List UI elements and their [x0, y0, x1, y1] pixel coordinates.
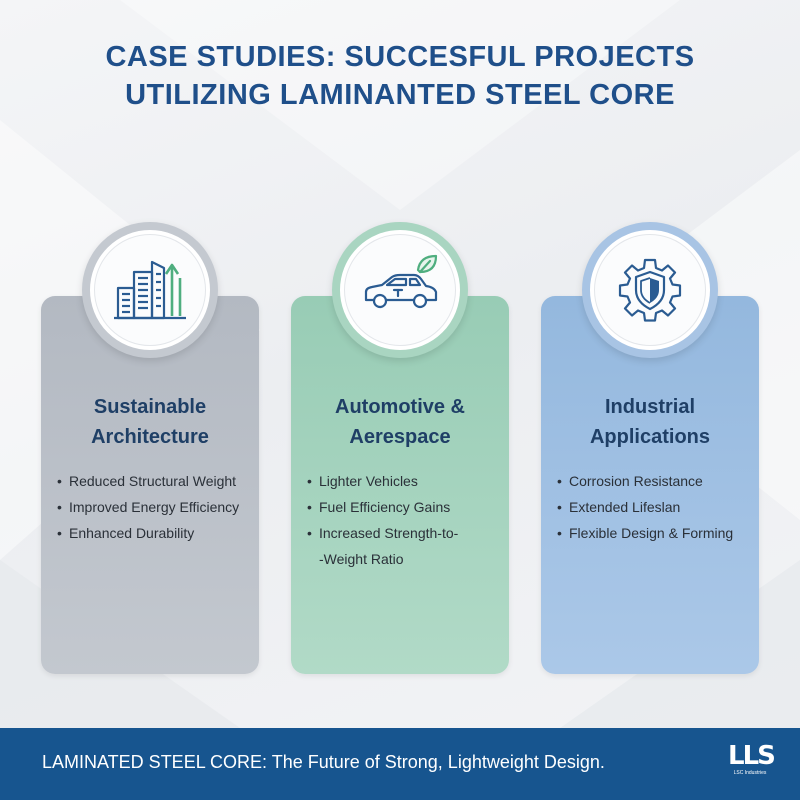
logo-mark: LLS	[728, 741, 776, 771]
card-title-line-2: Aerespace	[349, 426, 451, 448]
card-title: Sustainable Architecture	[41, 392, 259, 452]
case-card-industrial: Industrial Applications Corrosion Resist…	[541, 296, 759, 674]
page-title-line-1: CASE STUDIES: SUCCESFUL PROJECTS	[105, 41, 695, 73]
list-item-text: Increased Strength-to-	[319, 525, 459, 541]
eco-car-icon	[364, 254, 438, 309]
card-title: Automotive & Aerespace	[291, 392, 509, 452]
list-item: Extended Lifeslan	[557, 494, 757, 520]
case-card-architecture: Sustainable Architecture Reduced Structu…	[41, 296, 259, 674]
list-item-continuation: -Weight Ratio	[319, 551, 404, 567]
footer-bar: LAMINATED STEEL CORE: The Future of Stro…	[0, 728, 800, 800]
card-title-line-2: Architecture	[91, 426, 209, 448]
case-card-automotive: Automotive & Aerespace Lighter Vehicles …	[291, 296, 509, 674]
list-item: Increased Strength-to- -Weight Ratio	[307, 520, 507, 572]
page-title: CASE STUDIES: SUCCESFUL PROJECTS UTILIZI…	[0, 38, 800, 114]
logo-subtitle: LSC Industries	[733, 770, 767, 776]
card-title-line-1: Sustainable	[93, 396, 207, 418]
building-growth-icon	[114, 260, 186, 320]
card-title-line-2: Applications	[589, 426, 710, 448]
card-title-line-1: Automotive &	[335, 396, 465, 418]
list-item: Lighter Vehicles	[307, 468, 507, 494]
industrial-badge	[582, 222, 718, 358]
page-title-line-2: UTILIZING LAMINANTED STEEL CORE	[125, 79, 675, 111]
list-item: Fuel Efficiency Gains	[307, 494, 507, 520]
card-title-line-1: Industrial	[604, 396, 695, 418]
list-item: Flexible Design & Forming	[557, 520, 757, 546]
company-logo: LLS LSC Industries	[728, 741, 776, 788]
architecture-badge	[82, 222, 218, 358]
bullet-list: Corrosion Resistance Extended Lifeslan F…	[557, 468, 757, 546]
automotive-badge	[332, 222, 468, 358]
list-item: Improved Energy Efficiency	[57, 494, 257, 520]
footer-tagline: LAMINATED STEEL CORE: The Future of Stro…	[42, 752, 605, 772]
card-title: Industrial Applications	[541, 392, 759, 452]
bullet-list: Lighter Vehicles Fuel Efficiency Gains I…	[307, 468, 507, 572]
list-item: Enhanced Durability	[57, 520, 257, 546]
list-item: Reduced Structural Weight	[57, 468, 257, 494]
gear-shield-icon	[618, 258, 682, 322]
bullet-list: Reduced Structural Weight Improved Energ…	[57, 468, 257, 546]
list-item: Corrosion Resistance	[557, 468, 757, 494]
